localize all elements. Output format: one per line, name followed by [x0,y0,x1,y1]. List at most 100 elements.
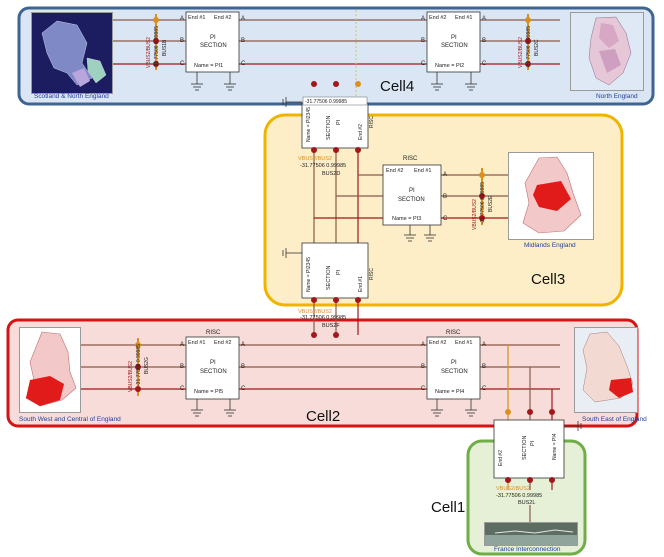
svg-text:End #2: End #2 [214,340,231,346]
svg-text:PI: PI [451,35,457,41]
map-midlands-icon [522,156,582,234]
meter-values: -31.77506 0.99985 [496,493,542,499]
cell2-junctions [135,332,339,392]
svg-text:C: C [180,61,185,67]
svg-text:Name = PI1: Name = PI1 [194,63,223,69]
svg-text:SECTION: SECTION [441,369,468,375]
svg-text:A: A [482,16,486,22]
svg-text:RISC: RISC [369,116,375,128]
svg-text:C: C [241,61,246,67]
cell4-panel [17,6,655,106]
ground-icon [191,399,477,417]
pi-section-lower-vertical: Name = PI2345 SECTION PI End #1 RISC [282,242,375,299]
region-caption: South West and Central of England [19,416,121,423]
cell3-junctions [479,172,485,221]
meter-values: -31.77506 0.99985 [154,26,160,68]
svg-text:End #1: End #1 [414,168,431,174]
map-north-england-icon [588,16,632,86]
svg-text:PI: PI [210,35,216,41]
svg-text:A: A [180,342,184,348]
svg-text:Name = PI2: Name = PI2 [435,63,464,69]
svg-text:SECTION: SECTION [522,436,528,460]
svg-text:PI: PI [530,440,536,446]
svg-text:End #2: End #2 [386,168,403,174]
junctions [311,297,361,303]
svg-text:A: A [421,342,425,348]
svg-text:Name = PI3: Name = PI3 [392,216,421,222]
svg-text:End #1: End #1 [358,276,364,292]
bus-label: BUS1B [162,39,168,56]
meter-label: VBUS2/BUS2 [298,309,332,315]
svg-text:A: A [180,16,184,22]
meter-label: VBUS2/BUS2 [496,486,530,492]
meter-label: VBUS2/BUS2 [518,37,524,68]
svg-text:Name = PI4: Name = PI4 [552,433,558,460]
region-caption: Midlands England [524,242,576,249]
svg-text:C: C [180,386,185,392]
svg-text:Name = PI2345: Name = PI2345 [306,257,312,292]
svg-text:-31.77506 0.99985: -31.77506 0.99985 [305,99,347,105]
map-south-west-central [19,327,81,413]
meter-values: -31.77506 0.99985 [300,163,346,169]
svg-text:SECTION: SECTION [326,116,332,140]
svg-text:SECTION: SECTION [326,266,332,290]
cell4-label: Cell4 [380,78,415,95]
junctions [311,81,361,153]
svg-text:B: B [482,38,486,44]
svg-text:C: C [443,216,448,222]
meter-label: VBUS2/BUS2 [146,37,152,68]
svg-text:B: B [482,364,486,370]
pi-section-upper-vertical: -31.77506 0.99985 Name = PI2345 SECTION … [282,96,375,149]
cell3-label: Cell3 [531,271,566,288]
region-caption: South East of England [582,416,647,423]
map-scotland-icon [32,13,112,93]
svg-text:Name = PI4: Name = PI4 [435,389,464,395]
map-south-east [574,327,638,413]
france-interconnection-photo [485,523,577,545]
svg-text:SECTION: SECTION [398,197,425,203]
svg-text:A: A [241,342,245,348]
meter-values: -31.77506 0.99985 [526,26,532,68]
map-north-england [570,12,644,91]
bus-label: BUS2L [518,500,535,506]
meter-values: -31.77506 0.99985 [480,182,486,224]
svg-text:PI: PI [336,269,342,275]
svg-text:B: B [180,364,184,370]
svg-text:RISC: RISC [403,156,418,162]
svg-text:Name = PI2345: Name = PI2345 [306,107,312,142]
region-caption: France Interconnection [494,546,561,553]
svg-text:A: A [241,16,245,22]
svg-text:A: A [421,16,425,22]
svg-text:C: C [421,386,426,392]
map-france-interconnection [484,522,578,546]
svg-text:B: B [421,364,425,370]
svg-text:RISC: RISC [206,330,221,336]
pi-section-cell1-vertical: End #2 SECTION PI Name = PI4 [493,409,582,490]
pi-section-pi3: RISC End #2 End #1 PI SECTION Name = PI3… [382,156,448,242]
svg-text:A: A [443,172,447,178]
meter-label: VBUS2/BUS2 [298,156,332,162]
bus-label: BUS2G [144,357,150,374]
svg-text:End #2: End #2 [358,124,364,140]
svg-text:RISC: RISC [369,268,375,280]
svg-text:C: C [482,386,487,392]
svg-text:End #1: End #1 [188,340,205,346]
pi-section-pi5: RISC End #1 End #2 PI SECTION Name = PI5… [180,330,246,400]
pi-section-pi1: End #1 End #2 PI SECTION Name = PI1 A B … [180,11,246,73]
svg-text:SECTION: SECTION [200,43,227,49]
svg-text:Name = PI5: Name = PI5 [194,389,223,395]
region-caption: North England [596,93,638,100]
svg-text:End #2: End #2 [429,340,446,346]
svg-text:End #1: End #1 [455,15,472,21]
svg-text:End #2: End #2 [214,15,231,21]
map-south-east-icon [582,331,634,403]
svg-text:PI: PI [451,360,457,366]
meter-label: VBUS2/BUS2 [128,361,134,392]
svg-text:SECTION: SECTION [441,43,468,49]
meter-label: VBUS2/BUS2 [472,199,478,230]
meter-values: -31.77506 0.99985 [136,344,142,386]
svg-text:End #2: End #2 [429,15,446,21]
svg-text:PI: PI [336,119,342,125]
svg-text:End #1: End #1 [188,15,205,21]
svg-text:B: B [421,38,425,44]
